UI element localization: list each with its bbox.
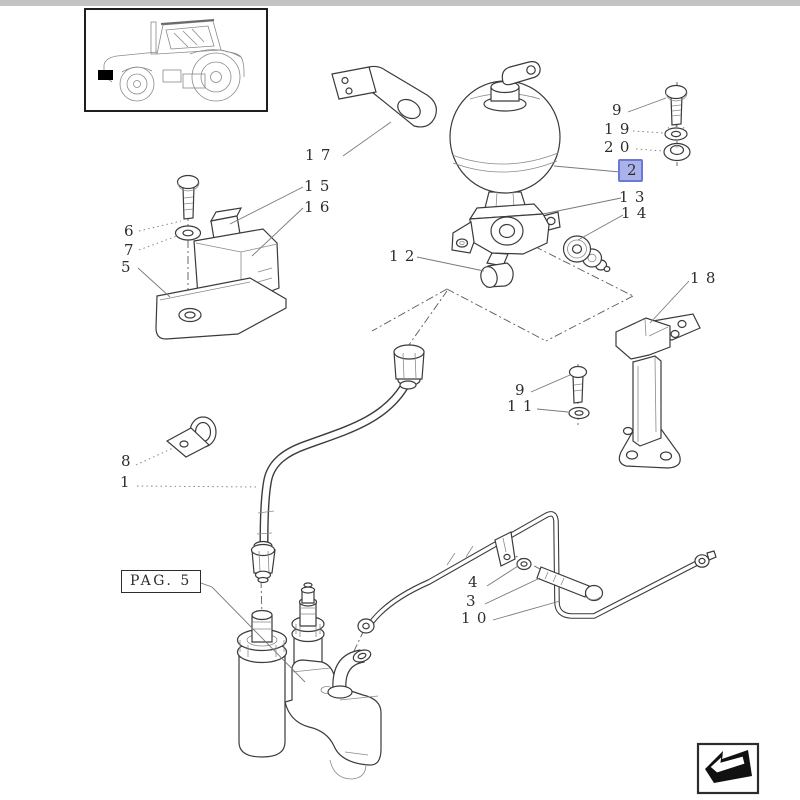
page-back-arrow-icon[interactable] — [696, 742, 760, 795]
part-10-pipe-drawing — [357, 511, 717, 634]
callout-4[interactable]: 4 — [468, 573, 484, 591]
part-9-bolt-mid-drawing — [568, 365, 588, 404]
callout-12[interactable]: 12 — [389, 247, 421, 265]
callout-20[interactable]: 20 — [604, 138, 636, 156]
callout-3[interactable]: 3 — [466, 592, 482, 610]
part-15-16-valve-block-drawing — [155, 207, 287, 340]
part-location-marker — [98, 70, 113, 80]
part-13-manifold-drawing — [451, 203, 561, 267]
callout-2-selected[interactable]: 2 — [618, 159, 643, 182]
part-12-bushing-drawing — [480, 262, 514, 288]
part-4-washer-drawing — [516, 557, 532, 571]
part-14-fitting-drawing — [562, 235, 611, 273]
callout-7[interactable]: 7 — [124, 241, 140, 259]
callout-15[interactable]: 15 — [304, 177, 336, 195]
arrow-glyph-face — [709, 754, 746, 774]
part-8-clamp-drawing — [165, 416, 217, 458]
tractor-thumbnail[interactable] — [84, 8, 268, 112]
part-1-hose-drawing — [250, 344, 425, 584]
callout-18[interactable]: 18 — [690, 269, 722, 287]
part-17-strap-bracket-drawing — [331, 65, 437, 128]
part-9-bolt-top-drawing — [664, 84, 688, 126]
brake-valve-assembly-drawing — [236, 582, 382, 780]
leader-lines — [135, 97, 690, 683]
callout-9-mid[interactable]: 9 — [515, 381, 531, 399]
tractor-drawing — [98, 19, 245, 102]
part-19-washer-drawing — [664, 125, 688, 141]
part-7-washer-drawing — [174, 225, 202, 241]
callout-11[interactable]: 11 — [507, 397, 539, 415]
callout-10[interactable]: 10 — [461, 609, 493, 627]
part-6-bolt-drawing — [176, 174, 200, 220]
callout-1[interactable]: 1 — [120, 473, 136, 491]
part-3-bolt-drawing — [536, 566, 604, 602]
part-18-pedestal-drawing — [615, 313, 701, 469]
callout-19[interactable]: 19 — [604, 120, 636, 138]
callout-17[interactable]: 17 — [305, 146, 337, 164]
callout-6[interactable]: 6 — [124, 222, 140, 240]
part-20-washer-drawing — [663, 142, 691, 162]
bottom-edge-strip — [0, 0, 800, 6]
callout-16[interactable]: 16 — [304, 198, 336, 216]
callout-5[interactable]: 5 — [121, 258, 137, 276]
callout-14[interactable]: 14 — [621, 204, 653, 222]
callout-13[interactable]: 13 — [619, 188, 651, 206]
part-2-accumulator-drawing — [449, 61, 561, 209]
page-ref-link[interactable]: PAG. 5 — [121, 570, 201, 593]
callout-9-top[interactable]: 9 — [612, 101, 628, 119]
callout-8[interactable]: 8 — [121, 452, 137, 470]
part-11-washer-drawing — [568, 406, 590, 420]
